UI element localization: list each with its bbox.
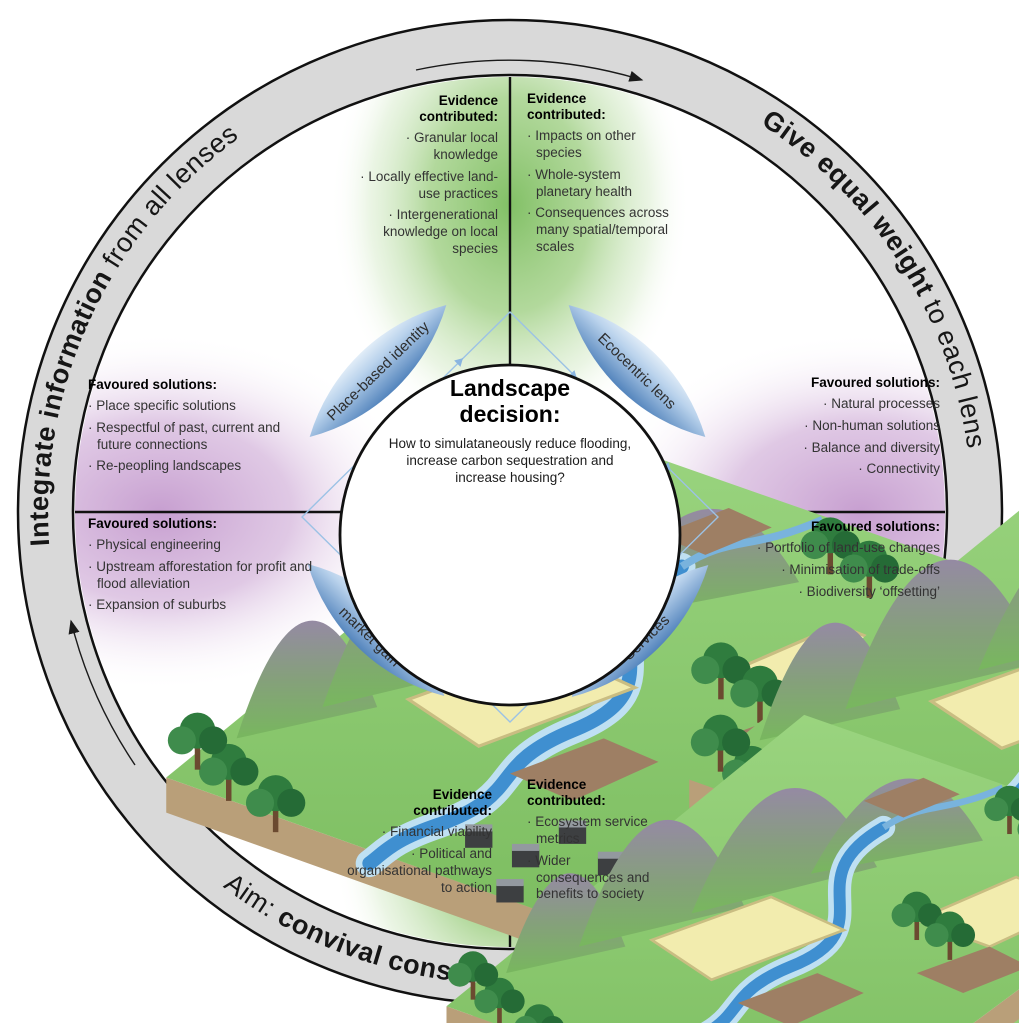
ring-arrow-left	[68, 619, 136, 766]
solutions-item: · Connectivity	[858, 461, 940, 477]
evidence-title: Evidence contributed:	[413, 787, 492, 819]
center-circle	[338, 363, 682, 707]
evidence-title: Evidence contributed:	[527, 91, 606, 123]
solutions-item: · Re-peopling landscapes	[88, 458, 242, 474]
evidence-item: · Financial viability	[381, 824, 492, 840]
evidence-item: · Political and organisational pathways …	[347, 846, 492, 895]
solutions-item: · Place specific solutions	[88, 398, 236, 414]
evidence-title: Evidence contributed:	[527, 777, 606, 809]
evidence-item: · Wider consequences and benefits to soc…	[527, 852, 650, 902]
evidence-item: · Granular local knowledge	[405, 130, 498, 163]
solutions-item: · Expansion of suburbs	[88, 597, 227, 613]
evidence-block-power: Evidence contributed: · Financial viabil…	[342, 787, 492, 896]
center-text: Landscape decision: How to simulataneous…	[360, 375, 660, 486]
solutions-item: · Natural processes	[822, 396, 940, 412]
solutions-title: Favoured solutions:	[810, 519, 940, 534]
evidence-block-services: Evidence contributed: · Ecosystem servic…	[527, 777, 655, 903]
evidence-item: · Consequences across many spatial/tempo…	[527, 205, 669, 254]
solutions-block-ecocentric: Favoured solutions: · Natural processes …	[745, 375, 940, 478]
evidence-item: · Whole-system planetary health	[527, 166, 633, 199]
solutions-item: · Physical engineering	[88, 537, 221, 553]
evidence-title: Evidence contributed:	[419, 93, 498, 125]
solutions-block-services: Favoured solutions: · Portfolio of land-…	[725, 519, 940, 600]
solutions-item: · Portfolio of land-use changes	[756, 540, 940, 556]
solutions-item: · Biodiversity ‘offsetting’	[798, 583, 940, 599]
evidence-item: · Intergenerational knowledge on local s…	[383, 207, 498, 256]
solutions-block-power: Favoured solutions: · Physical engineeri…	[88, 516, 320, 614]
evidence-item: · Impacts on other species	[527, 128, 636, 161]
solutions-item: · Respectful of past, current and future…	[88, 419, 281, 452]
evidence-item: · Locally effective land-use practices	[360, 168, 498, 201]
center-title: Landscape decision:	[449, 375, 571, 427]
solutions-title: Favoured solutions:	[810, 375, 940, 390]
evidence-item: · Ecosystem service metrics	[527, 814, 648, 847]
center-question: How to simulataneously reduce flooding, …	[388, 435, 632, 485]
solutions-item: · Upstream afforestation for profit and …	[88, 558, 313, 591]
ring-arrow-top	[415, 59, 644, 82]
solutions-item: · Minimisation of trade-offs	[781, 561, 940, 577]
solutions-title: Favoured solutions:	[88, 377, 218, 392]
solutions-item: · Balance and diversity	[803, 439, 940, 455]
evidence-block-ecocentric: Evidence contributed: · Impacts on other…	[527, 91, 677, 256]
solutions-item: · Non-human solutions	[804, 417, 940, 433]
evidence-block-place: Evidence contributed: · Granular local k…	[353, 93, 498, 258]
solutions-block-place: Favoured solutions: · Place specific sol…	[88, 377, 313, 475]
solutions-title: Favoured solutions:	[88, 516, 218, 531]
